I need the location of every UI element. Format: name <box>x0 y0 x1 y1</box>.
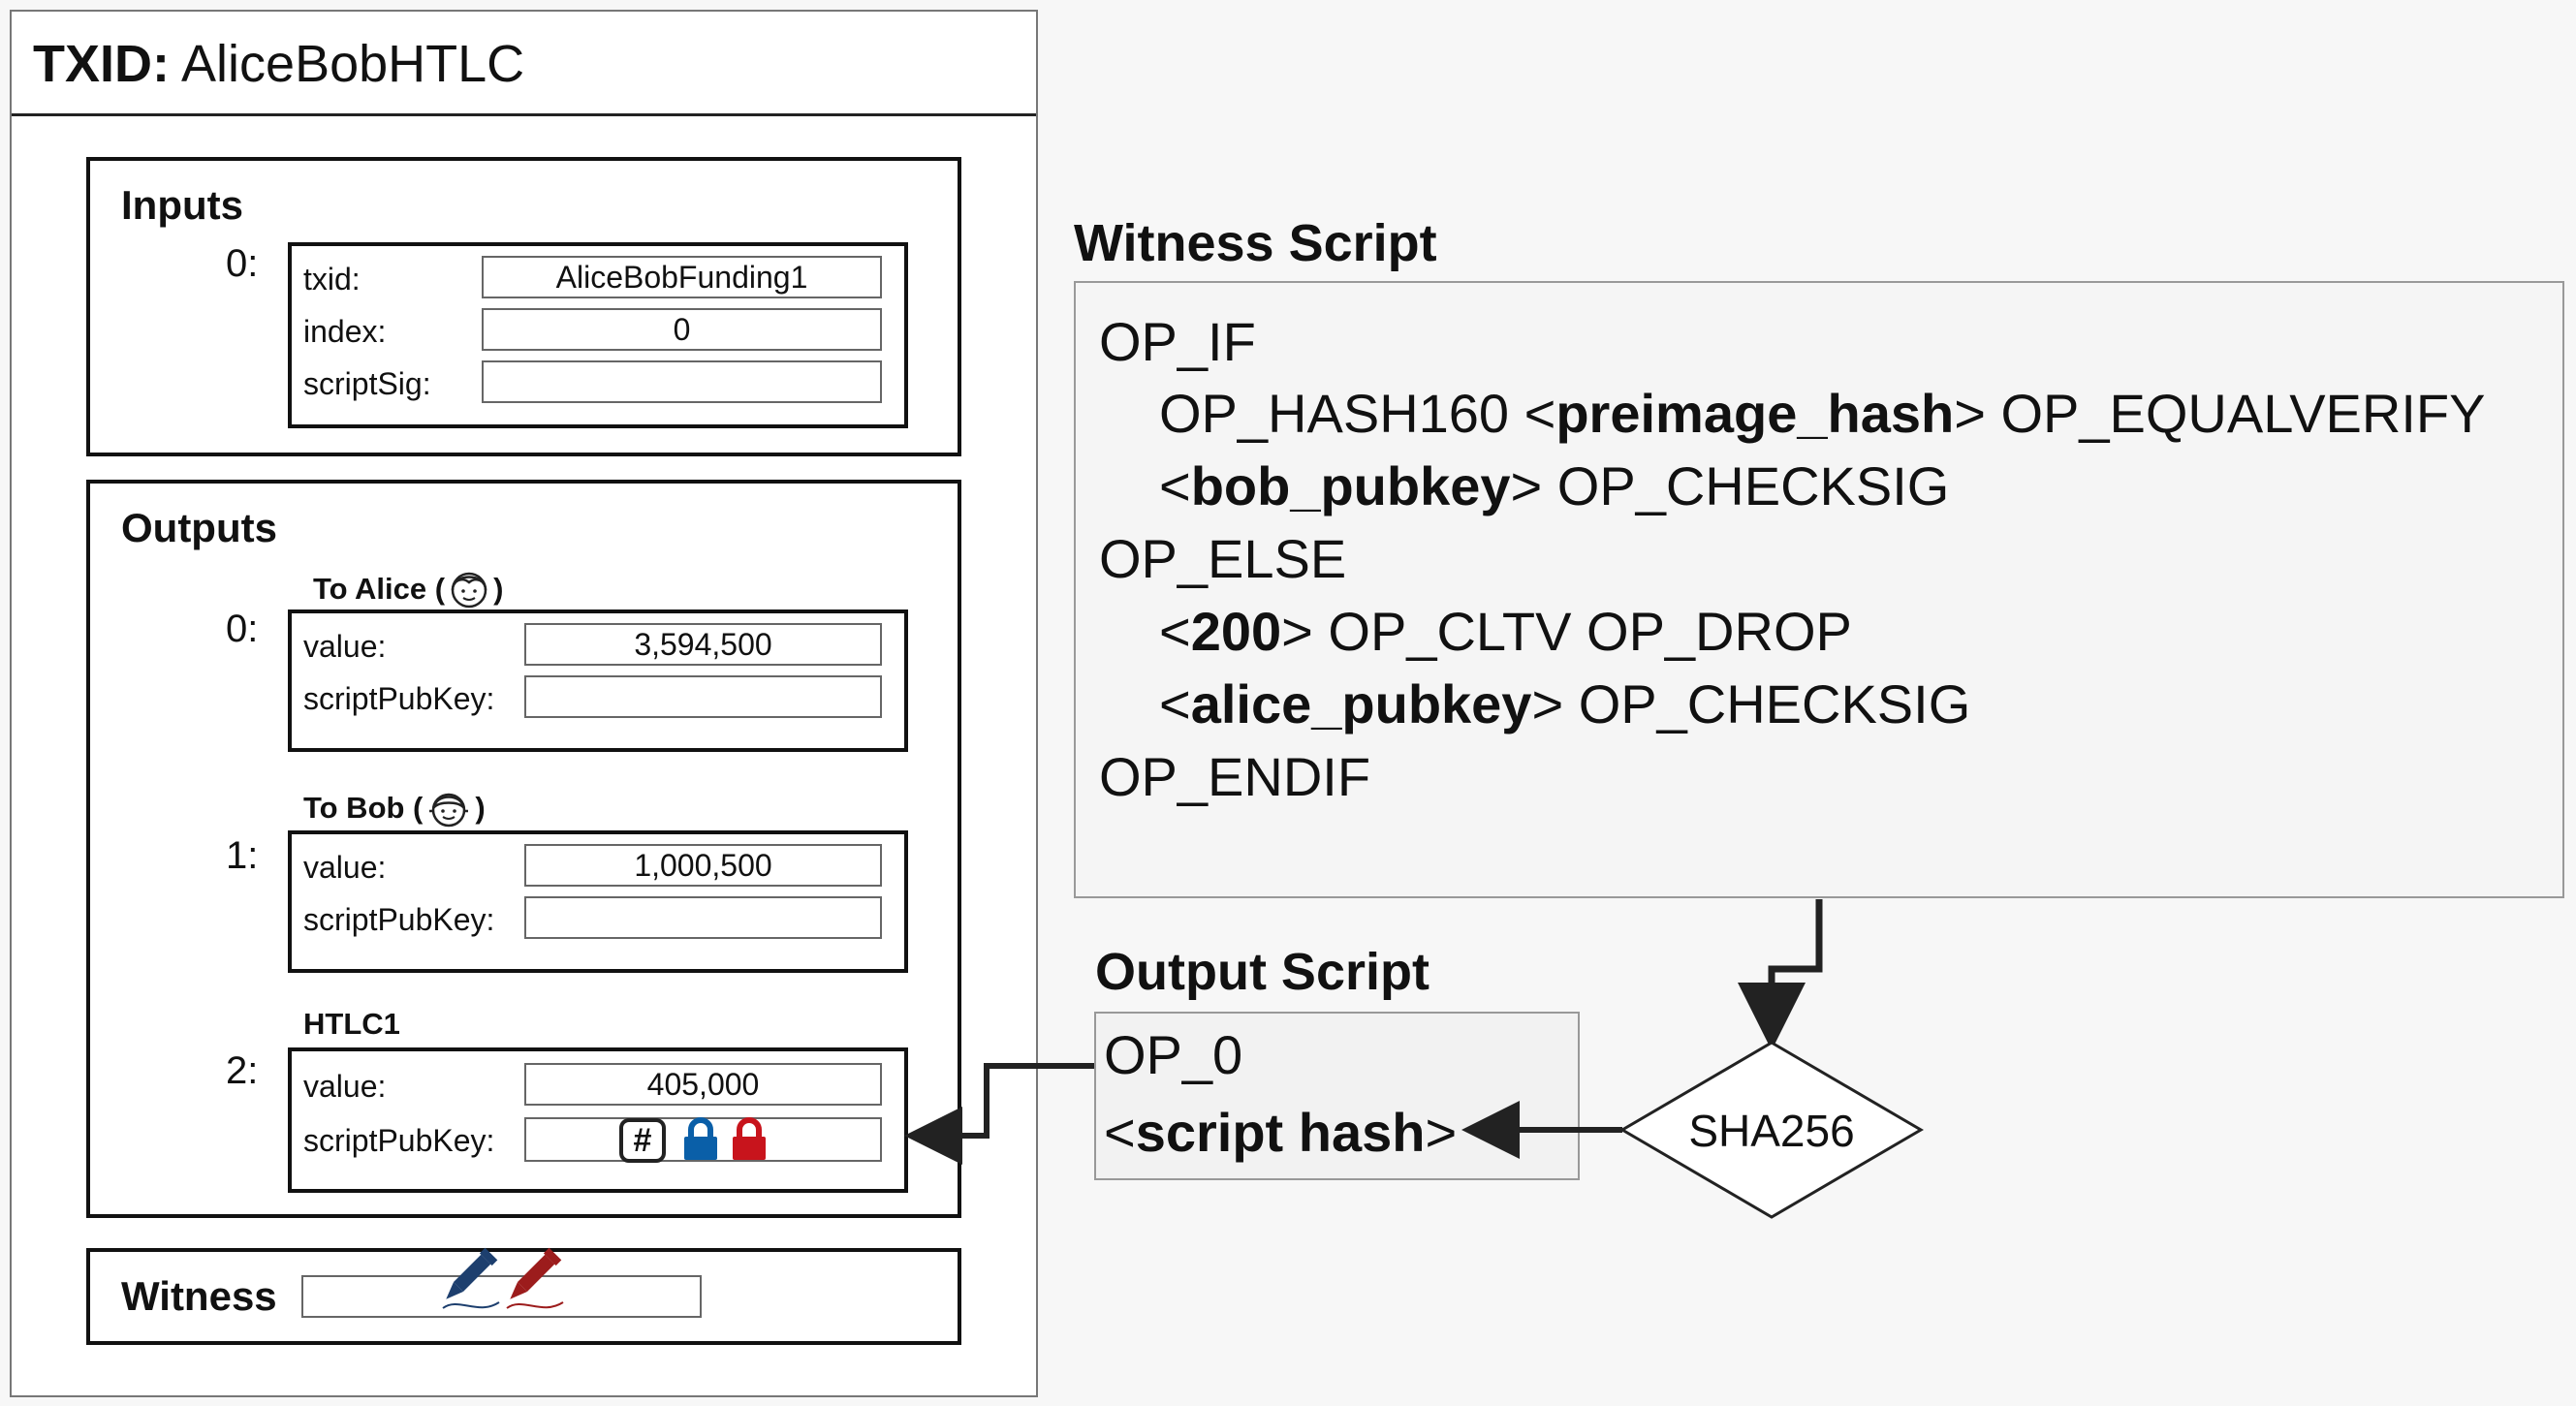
output-0-label: To Alice ( ) <box>313 567 503 611</box>
output-2-value-label: value: <box>303 1069 387 1104</box>
output-1-value: 1,000,500 <box>524 844 882 887</box>
witness-box: Witness <box>86 1247 961 1345</box>
scriptsig-field-label: scriptSig: <box>303 366 431 401</box>
output-2-spk-label: scriptPubKey: <box>303 1123 495 1158</box>
red-lock-icon <box>733 1117 766 1160</box>
output-0-box: value: 3,594,500 scriptPubKey: <box>288 609 908 752</box>
output-1-spk-label: scriptPubKey: <box>303 902 495 937</box>
ws-line-4: OP_ELSE <box>1099 528 1347 589</box>
ws-to-sha256-arrow <box>1738 899 1823 1050</box>
output-script-to-htlc-arrow <box>904 1063 1094 1165</box>
index-field-label: index: <box>303 314 387 349</box>
ws-line-7: OP_ENDIF <box>1099 746 1371 807</box>
signature-pens-icon <box>442 1247 564 1309</box>
output-0-value: 3,594,500 <box>524 623 882 666</box>
blue-lock-icon <box>684 1117 717 1160</box>
witness-script-heading: Witness Script <box>1074 214 1437 272</box>
output-0-spk-field <box>524 675 882 718</box>
ws-line-6: <alice_pubkey> OP_CHECKSIG <box>1159 673 1971 734</box>
inputs-box: Inputs 0: txid: AliceBobFunding1 index: … <box>86 157 961 456</box>
output-2-box: value: 405,000 scriptPubKey: # <box>288 1047 908 1193</box>
outputs-title: Outputs <box>121 505 277 550</box>
output-2-value: 405,000 <box>524 1063 882 1106</box>
output-script-box: OP_0 <script hash> <box>1094 1012 1580 1180</box>
sha256-label: SHA256 <box>1688 1106 1855 1156</box>
output-1-label: To Bob ( ) <box>303 786 486 830</box>
input-0-box: txid: AliceBobFunding1 index: 0 scriptSi… <box>288 242 908 428</box>
txid-header: TXID: AliceBobHTLC <box>12 12 1036 116</box>
ws-line-5: <200> OP_CLTV OP_DROP <box>1159 601 1852 662</box>
inputs-title: Inputs <box>121 182 243 228</box>
output-script-heading: Output Script <box>1095 943 1429 1001</box>
index-field: 0 <box>482 308 882 351</box>
output-1-box: value: 1,000,500 scriptPubKey: <box>288 830 908 973</box>
witness-title: Witness <box>121 1273 277 1319</box>
output-0-index: 0: <box>226 608 259 650</box>
hash-icon: # <box>619 1118 666 1163</box>
ws-line-1: OP_IF <box>1099 311 1256 372</box>
txid-field-label: txid: <box>303 262 361 297</box>
output-1-value-label: value: <box>303 850 387 885</box>
output-1-index: 1: <box>226 834 259 877</box>
output-2-label: HTLC1 <box>303 1007 400 1041</box>
output-1-spk-field <box>524 896 882 939</box>
alice-face-icon <box>451 572 487 609</box>
witness-script-box: OP_IF OP_HASH160 <preimage_hash> OP_EQUA… <box>1074 281 2564 898</box>
ws-line-3: <bob_pubkey> OP_CHECKSIG <box>1159 455 1950 516</box>
ws-line-2: OP_HASH160 <preimage_hash> OP_EQUALVERIF… <box>1159 383 2486 444</box>
witness-field <box>301 1275 702 1318</box>
output-0-spk-label: scriptPubKey: <box>303 681 495 716</box>
txid-field: AliceBobFunding1 <box>482 256 882 298</box>
txid-value: AliceBobHTLC <box>181 35 525 93</box>
output-0-value-label: value: <box>303 629 387 664</box>
input-index: 0: <box>226 242 259 285</box>
txid-label: TXID: <box>33 35 170 93</box>
sha256-diamond <box>1619 1041 1924 1219</box>
outputs-box: Outputs To Alice ( ) 0: value: 3,594,500… <box>86 480 961 1218</box>
os-line-1: OP_0 <box>1104 1024 1243 1085</box>
output-2-spk-field: # <box>524 1117 882 1163</box>
os-line-2: <script hash> <box>1104 1102 1458 1163</box>
bob-face-icon <box>429 793 469 828</box>
output-2-index: 2: <box>226 1049 259 1092</box>
scriptsig-field <box>482 360 882 403</box>
